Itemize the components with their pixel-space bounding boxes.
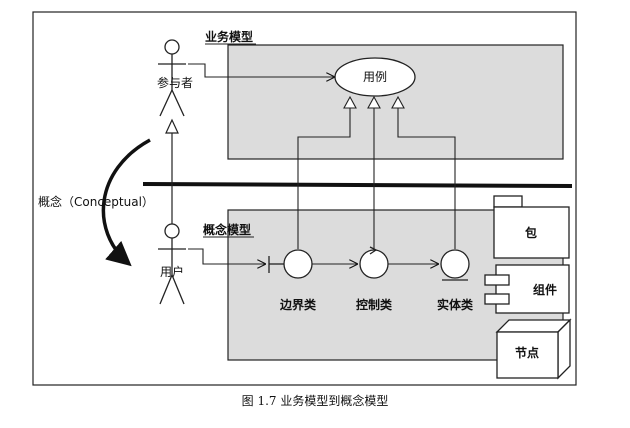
- entity-realization-line: [397, 108, 456, 249]
- boundary-realization-line: [297, 108, 351, 249]
- actor-participant-label: 参与者: [157, 75, 193, 90]
- conceptual-transition-label: 概念（Conceptual）: [38, 194, 154, 209]
- entity-class-label: 实体类: [437, 297, 474, 312]
- user-boundary-link: [188, 248, 266, 264]
- conceptual-transition-arrow: [101, 138, 151, 267]
- control-class-label: 控制类: [356, 297, 393, 312]
- entity-class-icon: [440, 249, 470, 281]
- concept-model-title: 概念模型: [203, 222, 251, 237]
- actor-participant-icon: [158, 39, 186, 117]
- separator-line: [142, 182, 573, 188]
- outer-frame: [32, 11, 577, 386]
- package-label: 包: [524, 225, 537, 240]
- usecase-ellipse: [334, 57, 416, 97]
- actor-user-icon: [158, 223, 186, 305]
- usecase-label: 用例: [363, 70, 387, 84]
- component-label: 组件: [533, 282, 557, 297]
- figure-caption: 图 1.7 业务模型到概念模型: [241, 394, 389, 408]
- node-icon: [495, 318, 572, 380]
- participant-usecase-link: [188, 63, 335, 77]
- package-icon: [493, 195, 570, 259]
- node-label: 节点: [515, 345, 539, 360]
- business-model-title: 业务模型: [205, 29, 253, 44]
- actor-realization-arrowhead: [165, 118, 179, 134]
- boundary-class-label: 边界类: [279, 297, 317, 312]
- actor-user-label: 用户: [160, 264, 184, 279]
- component-icon: [484, 264, 570, 314]
